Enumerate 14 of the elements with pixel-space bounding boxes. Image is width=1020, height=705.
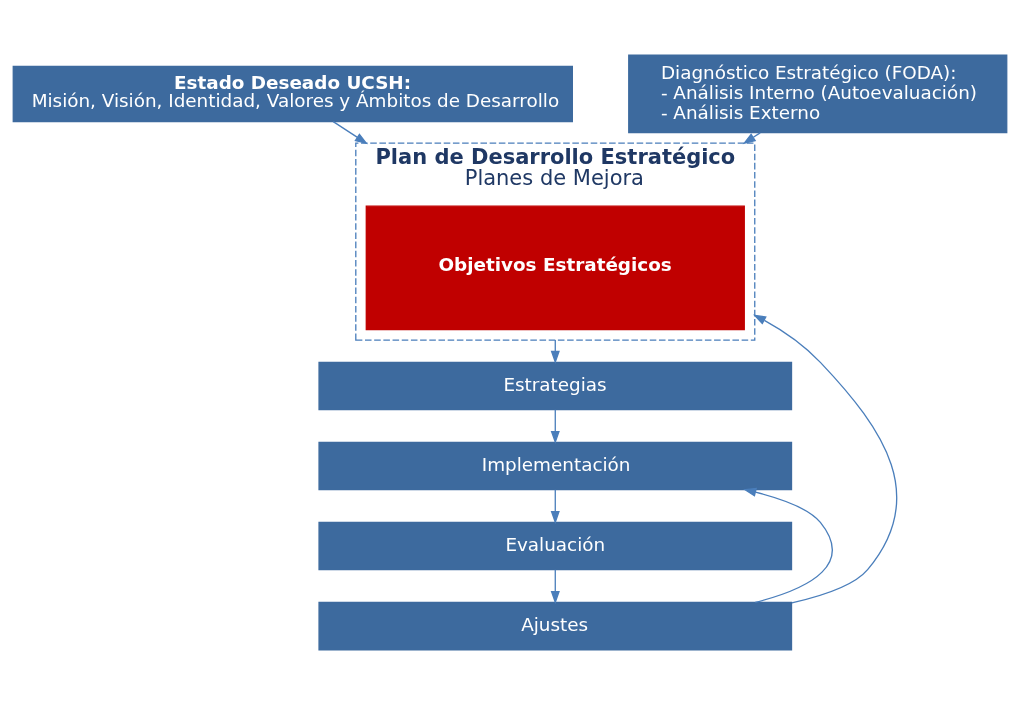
arrow (550, 569, 560, 605)
node-box: Estrategias (318, 361, 793, 411)
arrow (550, 489, 560, 525)
arrow (332, 121, 368, 145)
node-box: Implementación (318, 441, 793, 491)
node-box: Evaluación (318, 521, 793, 571)
arrow (742, 132, 761, 145)
node-box: Objetivos Estratégicos (365, 205, 745, 331)
node-box: Ajustes (318, 601, 793, 651)
arrow (550, 409, 560, 445)
node-box: Diagnóstico Estratégico (FODA): - Análisis Interno (Autoevaluación) - Análisis Externo (628, 54, 1008, 134)
arrow (743, 487, 833, 604)
node-box: Estado Deseado UCSH: Misión, Visión, Identidad, Valores y Ámbitos de Desarrollo (12, 65, 573, 123)
arrow (753, 314, 898, 604)
